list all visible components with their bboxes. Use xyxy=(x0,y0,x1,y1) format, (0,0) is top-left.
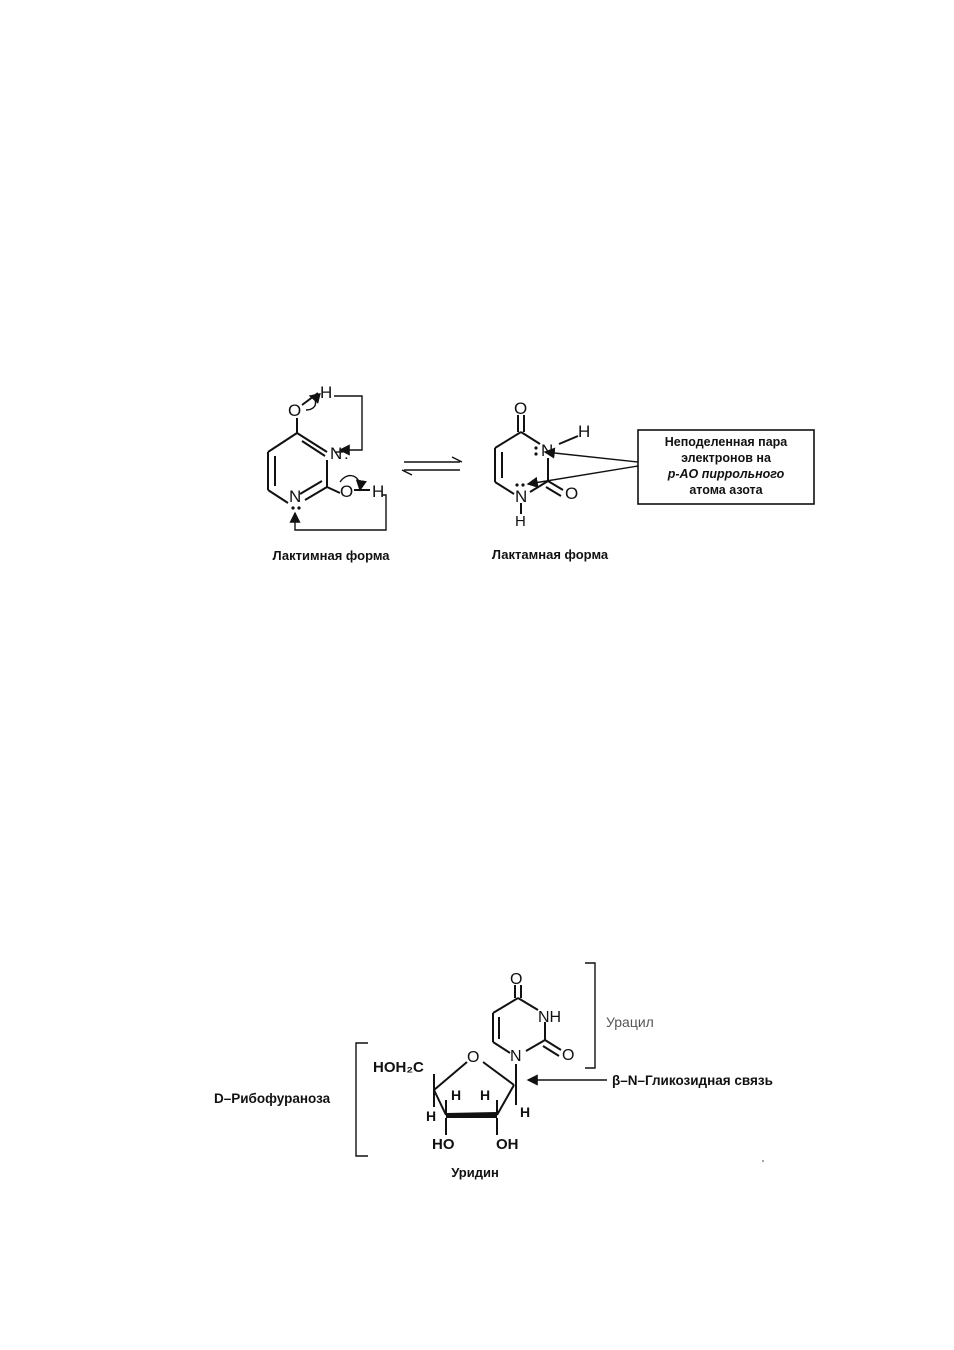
ribose-label: D–Рибофураноза xyxy=(214,1091,331,1106)
uracil-NH: NH xyxy=(538,1009,561,1026)
ribose-H-C4: H xyxy=(426,1108,436,1124)
glycosidic-bond-label: β–N–Гликозидная связь xyxy=(612,1073,773,1088)
ribose-H-C3: H xyxy=(451,1087,461,1103)
lactam-O2: O xyxy=(565,484,578,503)
lactim-N1: N xyxy=(289,487,301,506)
lactim-O2: O xyxy=(340,482,353,501)
ribose-HO-C3: HO xyxy=(432,1136,455,1153)
uracil-N1: N xyxy=(510,1048,522,1065)
ribose-ch2-group: HOH₂C xyxy=(373,1059,424,1076)
ribofuranose-ring: HOH₂C O H H H H HO OH xyxy=(373,1049,530,1153)
lactam-N3: N xyxy=(541,441,553,460)
ribose-O: O xyxy=(467,1049,479,1066)
callout-line-2: электронов на xyxy=(681,451,772,465)
svg-text::: : xyxy=(344,444,349,463)
lactam-H3: H xyxy=(578,422,590,441)
uracil-bracket xyxy=(585,962,596,1069)
uracil-ring: O NH O N xyxy=(492,971,574,1065)
uracil-O2: O xyxy=(562,1047,574,1064)
lactim-H-top: H xyxy=(320,383,332,402)
lactam-H1: H xyxy=(515,513,526,530)
lactam-caption: Лактамная форма xyxy=(492,547,609,562)
callout-line-3: p-AO пиррольного xyxy=(667,467,785,481)
lactim-structure: O H N : O H N xyxy=(267,383,387,531)
callout-line-1: Неподеленная пара xyxy=(665,435,789,449)
lactim-caption: Лактимная форма xyxy=(272,548,390,563)
equilibrium-arrows xyxy=(401,456,463,476)
lactim-O4: O xyxy=(288,401,301,420)
lactim-H-bottom: H xyxy=(372,482,384,501)
ribose-H-C2: H xyxy=(480,1087,490,1103)
ribose-bracket xyxy=(355,1042,368,1157)
ribose-OH-C2: OH xyxy=(496,1136,519,1153)
lactam-structure: O N H O N H xyxy=(494,399,590,530)
ribose-H-C1: H xyxy=(520,1104,530,1120)
uracil-O4: O xyxy=(510,971,522,988)
lone-pair-callout: Неподеленная пара электронов на p-AO пир… xyxy=(526,429,815,505)
uridine-caption: Уридин xyxy=(451,1165,499,1180)
callout-line-4: атома азота xyxy=(689,483,763,497)
lactim-N3: N xyxy=(330,444,342,463)
lactam-O4: O xyxy=(514,399,527,418)
lactam-N1: N xyxy=(515,487,527,506)
uracil-label: Урацил xyxy=(606,1014,654,1030)
